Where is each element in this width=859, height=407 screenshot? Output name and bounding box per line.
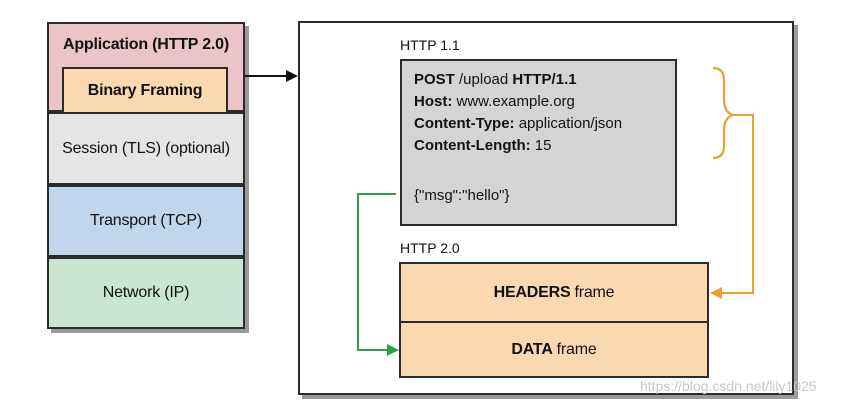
request-body-line: {"msg":"hello"} <box>414 187 510 204</box>
http11-label: HTTP 1.1 <box>400 37 460 53</box>
content-type-header-line: Content-Type: application/json <box>414 115 623 132</box>
watermark: https://blog.csdn.net/lily1025 <box>640 378 817 394</box>
binary-framing-label: Binary Framing <box>87 81 203 99</box>
content-length-header-line: Content-Length: 15 <box>414 137 552 154</box>
session-layer: Session (TLS) (optional) <box>47 112 245 185</box>
binary-framing-layer: Binary Framing <box>62 67 228 112</box>
network-layer: Network (IP) <box>47 257 245 329</box>
network-layer-label: Network (IP) <box>102 284 190 301</box>
stack-to-panel-arrowhead <box>286 70 298 82</box>
http2-label: HTTP 2.0 <box>400 240 460 256</box>
transport-layer: Transport (TCP) <box>47 185 245 257</box>
host-header-line: Host: www.example.org <box>414 93 575 110</box>
request-line: POST /upload HTTP/1.1 <box>414 71 577 88</box>
session-layer-label: Session (TLS) (optional) <box>62 139 230 157</box>
transport-layer-label: Transport (TCP) <box>90 212 202 229</box>
application-layer-label: Application (HTTP 2.0) <box>63 36 229 53</box>
http11-request-box: POST /upload HTTP/1.1 Host: www.example.… <box>400 59 677 226</box>
